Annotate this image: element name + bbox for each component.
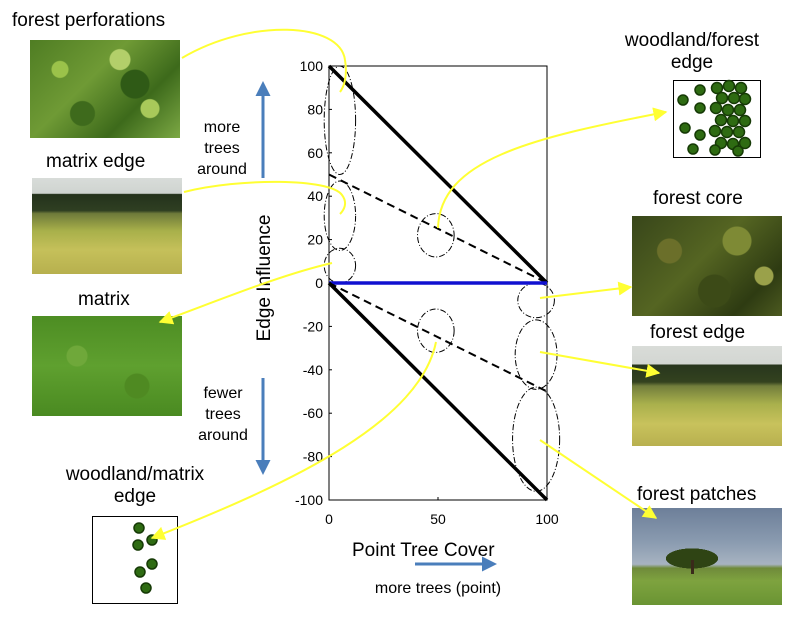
forest-core-photo [632, 216, 782, 316]
woodland-matrix-dots [132, 522, 158, 594]
label-forest-perforations: forest perforations [12, 10, 166, 31]
x-tick-label: 0 [325, 511, 333, 527]
y-tick-label: 0 [315, 275, 323, 291]
series-line-dashed-black [328, 282, 548, 393]
y-tick-label: 100 [300, 58, 324, 74]
annotation-fewer-trees-around: fewer trees around [198, 385, 248, 444]
region-ellipse [323, 180, 357, 251]
label-forest-core: forest core [653, 188, 743, 209]
label-woodland-forest-edge: woodland/forest edge [624, 30, 760, 73]
callout-woodland-matrix-edge [150, 341, 437, 540]
y-tick-label: 60 [307, 145, 323, 161]
region-ellipse [323, 65, 357, 175]
label-forest-patches: forest patches [637, 484, 757, 505]
region-ellipse [417, 308, 455, 353]
y-tick-label: 80 [307, 101, 323, 117]
y-tick-label: 40 [307, 188, 323, 204]
label-matrix: matrix [78, 289, 130, 310]
forest-patches-tree-trunk [691, 560, 694, 574]
label-forest-edge: forest edge [650, 322, 746, 343]
y-tick-label: -100 [295, 492, 323, 508]
region-ellipse [517, 282, 555, 319]
series-line-solid-black [327, 64, 549, 285]
y-tick-label: -20 [303, 318, 323, 334]
forest-patches-photo [632, 508, 782, 605]
callout-matrix-edge [183, 180, 347, 215]
callout-forest-core [539, 281, 633, 299]
y-tick-label: -60 [303, 405, 323, 421]
y-axis-label: Edge Influence [254, 215, 275, 342]
annotation-more-trees-point: more trees (point) [374, 580, 502, 597]
matrix-edge-photo [32, 178, 182, 274]
callout-forest-perforations [181, 28, 347, 93]
series-line-dashed-black [328, 173, 548, 284]
forest-edge-photo [632, 346, 782, 446]
label-woodland-matrix-edge: woodland/matrix edge [65, 464, 205, 507]
label-matrix-edge: matrix edge [46, 151, 146, 172]
x-axis-label: Point Tree Cover [352, 540, 495, 561]
callout-woodland-forest-edge [437, 107, 668, 229]
y-tick-label: -80 [303, 449, 323, 465]
region-ellipse [512, 386, 561, 492]
region-ellipse [417, 213, 455, 258]
matrix-photo [32, 316, 182, 416]
callout-forest-edge [539, 351, 661, 378]
callout-matrix [158, 262, 333, 325]
y-tick-label: -40 [303, 362, 323, 378]
x-tick-label: 100 [535, 511, 559, 527]
forest-perforations-photo [30, 40, 180, 138]
series-line-solid-black [327, 281, 549, 502]
annotation-more-trees-around: more trees around [197, 119, 247, 178]
callout-forest-patches [539, 439, 658, 519]
woodland-forest-dots [677, 79, 752, 157]
y-tick-label: 20 [307, 232, 323, 248]
x-tick-label: 50 [430, 511, 446, 527]
